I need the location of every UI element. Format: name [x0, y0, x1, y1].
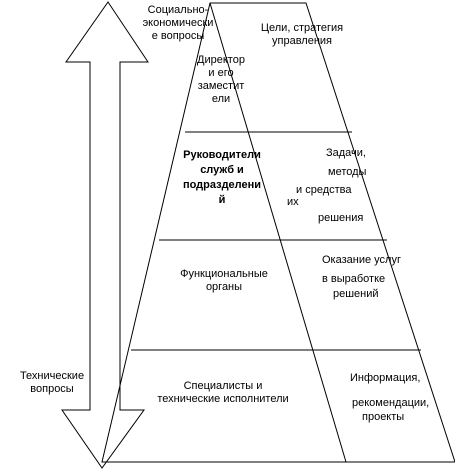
level-4-left-label: Специалисты и технические исполнители: [157, 380, 289, 405]
level-3-right-line-3: решений: [333, 288, 379, 300]
pyramid-outline: [101, 2, 455, 463]
technical-label: Технические вопросы: [19, 370, 85, 395]
level-4-right-line-3: проекты: [362, 411, 405, 423]
level-2-right-line-3: и средства: [296, 184, 352, 196]
level-3-right-line-2: в выработке: [322, 273, 386, 285]
level-2-right-line-4: их: [287, 196, 299, 208]
level-2-right-line-5: решения: [318, 212, 364, 224]
level-3-right-line-1: Оказание услуг: [322, 254, 401, 266]
socio-economic-label: Социально- экономически е вопросы: [142, 4, 214, 42]
double-arrow: [61, 1, 149, 469]
level-2-right-line-2: методы: [328, 166, 367, 178]
level-2-left-label: Руководители служб и подразделени й: [182, 149, 262, 206]
level-2-right-line-1: Задачи,: [326, 147, 366, 159]
level-4-right-line-1: Информация,: [350, 372, 421, 384]
level-3-left-label: Функциональные органы: [180, 268, 268, 293]
pyramid-divider: [209, 2, 347, 463]
level-1-right-label: Цели, стратегия управления: [260, 22, 344, 47]
level-1-left-label: Директор и его заместит ели: [197, 54, 245, 105]
level-4-right-line-2: рекомендации,: [352, 397, 430, 409]
